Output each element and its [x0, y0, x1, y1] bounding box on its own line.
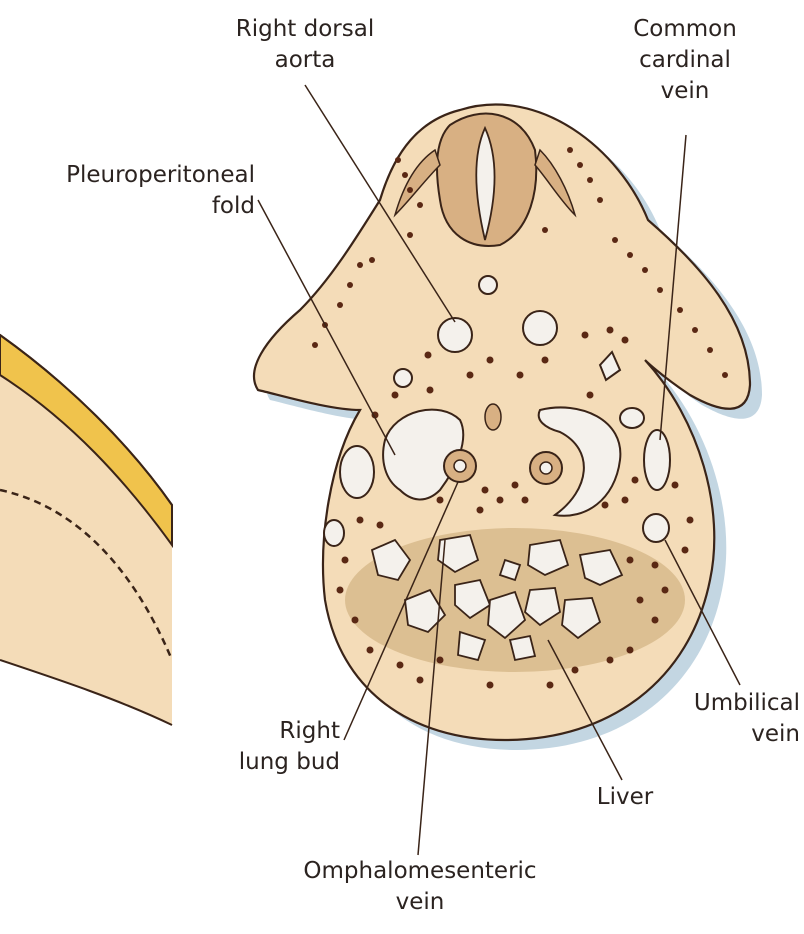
left-partial-figure — [0, 335, 172, 725]
label-line: vein — [655, 719, 800, 750]
label-umbilical-vein: Umbilical vein — [655, 688, 800, 750]
label-pleuroperitoneal-fold: Pleuroperitoneal fold — [0, 160, 255, 222]
label-line: Liver — [570, 782, 680, 813]
right-dorsal-aorta — [438, 318, 472, 352]
label-line: Umbilical — [655, 688, 800, 719]
label-line: Right dorsal — [210, 14, 400, 45]
label-common-cardinal-vein: Common cardinal vein — [610, 14, 760, 107]
notochord — [485, 404, 501, 430]
label-omphalomesenteric-vein: Omphalomesenteric vein — [250, 856, 590, 918]
label-liver: Liver — [570, 782, 680, 813]
label-line: lung bud — [200, 747, 340, 778]
label-line: Omphalomesenteric — [250, 856, 590, 887]
label-line: vein — [610, 76, 760, 107]
label-line: cardinal — [610, 45, 760, 76]
left-dorsal-aorta — [523, 311, 557, 345]
label-line: Right — [200, 716, 340, 747]
label-line: fold — [0, 191, 255, 222]
right-cardinal-vein — [340, 446, 374, 498]
label-line: aorta — [210, 45, 400, 76]
label-line: Common — [610, 14, 760, 45]
label-line: vein — [250, 887, 590, 918]
left-cardinal-vein — [644, 430, 670, 490]
label-right-dorsal-aorta: Right dorsal aorta — [210, 14, 400, 76]
label-line: Pleuroperitoneal — [0, 160, 255, 191]
label-right-lung-bud: Right lung bud — [200, 716, 340, 778]
umbilical-vein-vessel — [643, 514, 669, 542]
